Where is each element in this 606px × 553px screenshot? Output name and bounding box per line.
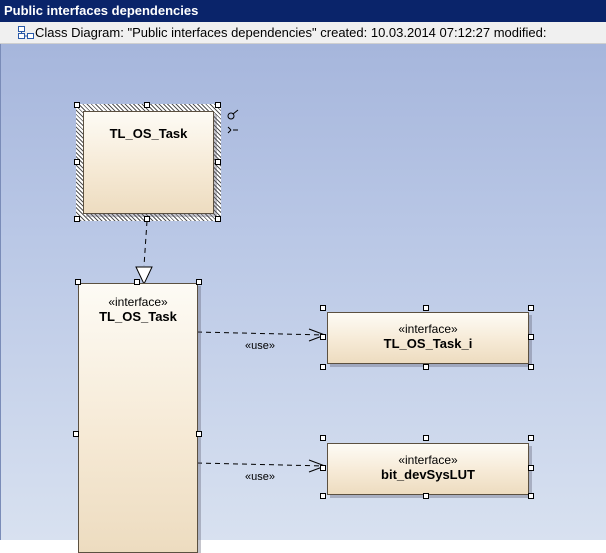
resize-handle[interactable] bbox=[528, 305, 534, 311]
resize-handle[interactable] bbox=[320, 364, 326, 370]
resize-handle[interactable] bbox=[144, 102, 150, 108]
stereotype-label: «interface» bbox=[398, 453, 458, 467]
class-name: TL_OS_Task bbox=[109, 126, 188, 141]
resize-handle[interactable] bbox=[423, 364, 429, 370]
resize-handle[interactable] bbox=[74, 159, 80, 165]
class-diagram-icon bbox=[18, 26, 34, 39]
resize-handle[interactable] bbox=[196, 431, 202, 437]
resize-handle[interactable] bbox=[423, 493, 429, 499]
resize-handle[interactable] bbox=[320, 435, 326, 441]
resize-handle[interactable] bbox=[528, 465, 534, 471]
use-label-1: «use» bbox=[245, 340, 275, 352]
interface-name: TL_OS_Task bbox=[99, 309, 177, 324]
interface-tl-os-task[interactable]: «interface» TL_OS_Task bbox=[78, 283, 198, 553]
resize-handle[interactable] bbox=[320, 305, 326, 311]
resize-handle[interactable] bbox=[134, 279, 140, 285]
link-tool-icon[interactable] bbox=[226, 108, 240, 136]
resize-handle[interactable] bbox=[215, 102, 221, 108]
resize-handle[interactable] bbox=[215, 216, 221, 222]
diagram-info-text: Class Diagram: "Public interfaces depend… bbox=[35, 25, 547, 40]
resize-handle[interactable] bbox=[73, 431, 79, 437]
resize-handle[interactable] bbox=[528, 364, 534, 370]
class-tl-os-task[interactable]: TL_OS_Task bbox=[83, 111, 214, 214]
resize-handle[interactable] bbox=[320, 334, 326, 340]
realization-connector[interactable] bbox=[135, 220, 153, 286]
resize-handle[interactable] bbox=[423, 305, 429, 311]
resize-handle[interactable] bbox=[423, 435, 429, 441]
resize-handle[interactable] bbox=[528, 334, 534, 340]
stereotype-label: «interface» bbox=[398, 322, 458, 336]
resize-handle[interactable] bbox=[215, 159, 221, 165]
interface-bit-devsyslut[interactable]: «interface» bit_devSysLUT bbox=[327, 443, 529, 495]
resize-handle[interactable] bbox=[320, 493, 326, 499]
window-title: Public interfaces dependencies bbox=[0, 0, 606, 22]
resize-handle[interactable] bbox=[74, 216, 80, 222]
resize-handle[interactable] bbox=[75, 279, 81, 285]
resize-handle[interactable] bbox=[196, 279, 202, 285]
interface-name: bit_devSysLUT bbox=[381, 467, 475, 482]
quick-link-arrows-icon bbox=[227, 126, 238, 134]
resize-handle[interactable] bbox=[144, 216, 150, 222]
resize-handle[interactable] bbox=[320, 465, 326, 471]
stereotype-label: «interface» bbox=[108, 295, 168, 309]
resize-handle[interactable] bbox=[528, 493, 534, 499]
interface-name: TL_OS_Task_i bbox=[383, 336, 473, 351]
canvas-left-border bbox=[0, 44, 1, 540]
interface-tl-os-task-i[interactable]: «interface» TL_OS_Task_i bbox=[327, 312, 529, 364]
use-label-2: «use» bbox=[245, 471, 275, 483]
resize-handle[interactable] bbox=[528, 435, 534, 441]
resize-handle[interactable] bbox=[74, 102, 80, 108]
diagram-info-bar: Class Diagram: "Public interfaces depend… bbox=[0, 22, 606, 44]
